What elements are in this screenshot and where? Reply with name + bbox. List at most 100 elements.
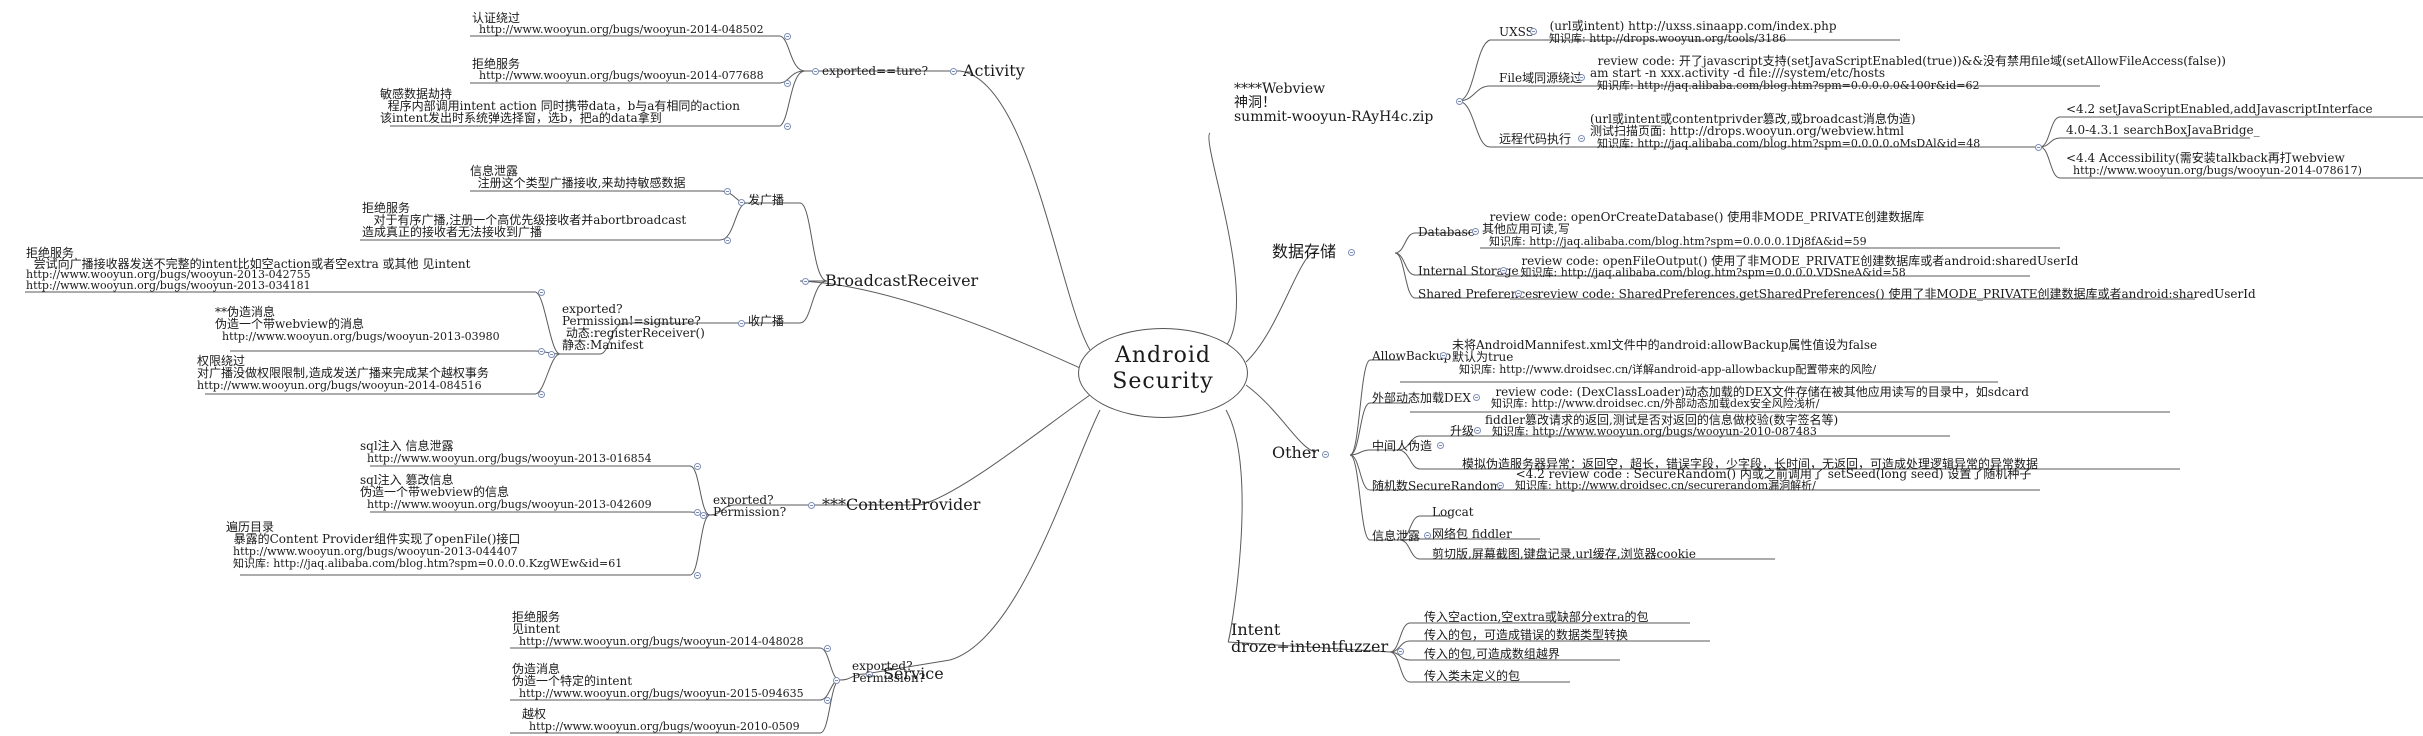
service-leaf-forge-3: http://www.wooyun.org/bugs/wooyun-2015-0… xyxy=(512,687,804,700)
activity-leaf-hijack-2: 程序内部调用intent action 同时携带data，b与a有相同的acti… xyxy=(380,99,740,113)
collapse-toggle-activity[interactable] xyxy=(950,68,957,75)
collapse-toggle-uxss[interactable] xyxy=(1530,28,1537,35)
broadcast-recv-leaf-dos-4: http://www.wooyun.org/bugs/wooyun-2013-0… xyxy=(26,279,311,292)
storage-internal-leaf-1: review code: openFileOutput() 使用了非MODE_P… xyxy=(1510,254,2079,268)
branch-activity-title: Activity xyxy=(963,61,1025,80)
activity-condition: exported==ture? xyxy=(822,64,929,78)
collapse-toggle-provider-condition[interactable] xyxy=(700,512,707,519)
collapse-toggle-send-leaf-2[interactable] xyxy=(724,237,731,244)
other-random-leaf-1: <4.2 review code : SecureRandom() 内或之前调用… xyxy=(1508,467,2032,481)
collapse-toggle-broadcast-recv[interactable] xyxy=(738,320,745,327)
broadcast-recv-leaf-priv-2: 对广播没做权限限制,造成发送广播来完成某个越权事务 xyxy=(197,366,489,380)
collapse-toggle-allowbackup[interactable] xyxy=(1440,352,1447,359)
broadcast-recv-leaf-dos-1: 拒绝服务 xyxy=(26,246,75,260)
branch-storage-title: 数据存储 xyxy=(1272,242,1337,261)
collapse-toggle-database[interactable] xyxy=(1472,228,1479,235)
other-mitm-upgrade-label: 升级 xyxy=(1450,424,1475,438)
other-leak-item-2: 网络包 fiddler xyxy=(1432,527,1512,541)
webview-rce-label: 远程代码执行 xyxy=(1499,132,1572,146)
collapse-toggle-service[interactable] xyxy=(866,671,873,678)
collapse-toggle-activity-condition[interactable] xyxy=(812,68,819,75)
branch-webview-title-1: ****Webview xyxy=(1234,81,1326,97)
collapse-toggle-service-leaf-2[interactable] xyxy=(824,697,831,704)
collapse-toggle-provider-leaf-1[interactable] xyxy=(694,463,701,470)
collapse-toggle-recv-leaf-3[interactable] xyxy=(538,391,545,398)
webview-file-leaf-2: am start -n xxx.activity -d file:///syst… xyxy=(1590,66,1886,80)
other-leak-item-1: Logcat xyxy=(1432,505,1474,519)
activity-leaf-auth-bypass-2: http://www.wooyun.org/bugs/wooyun-2014-0… xyxy=(472,23,764,36)
collapse-toggle-rce-versions[interactable] xyxy=(2035,144,2042,151)
storage-database-leaf-2: 其他应用可读,写 xyxy=(1482,222,1570,236)
collapse-toggle-random[interactable] xyxy=(1497,482,1504,489)
service-leaf-priv-1: 越权 xyxy=(522,707,547,721)
broadcast-recv-label: 收广播 xyxy=(748,314,785,328)
other-allowbackup-leaf-2: 默认为true xyxy=(1452,350,1514,364)
collapse-toggle-recv-leaf-2[interactable] xyxy=(538,348,545,355)
collapse-toggle-provider-leaf-2[interactable] xyxy=(694,509,701,516)
collapse-toggle-recv-leaf-1[interactable] xyxy=(538,289,545,296)
collapse-toggle-activity-leaf-2[interactable] xyxy=(784,80,791,87)
service-leaf-dos-3: http://www.wooyun.org/bugs/wooyun-2014-0… xyxy=(512,635,804,648)
collapse-toggle-send-leaf-1[interactable] xyxy=(724,188,731,195)
broadcast-recv-leaf-priv-1: 权限绕过 xyxy=(197,354,246,368)
broadcast-recv-leaf-forge-1: **伪造消息 xyxy=(215,305,276,319)
broadcast-send-leaf-dos-3: 造成真正的接收者无法接收到广播 xyxy=(362,225,543,239)
storage-database-leaf-1: review code: openOrCreateDatabase() 使用非M… xyxy=(1482,210,1925,224)
broadcast-recv-cond-2: Permission!=signture? xyxy=(562,314,701,328)
collapse-toggle-shared[interactable] xyxy=(1515,290,1522,297)
collapse-toggle-broadcast-send[interactable] xyxy=(738,199,745,206)
other-mitm-mock: 模拟伪造服务器异常：返回空，超长，错误字段，少字段，长时间，无返回，可造成处理逻… xyxy=(1462,457,2039,471)
collapse-toggle-file[interactable] xyxy=(1578,74,1585,81)
collapse-toggle-provider-leaf-3[interactable] xyxy=(694,572,701,579)
branch-other-title: Other xyxy=(1272,443,1319,462)
intent-item-4: 传入类未定义的包 xyxy=(1424,669,1521,683)
activity-leaf-hijack-3: 该intent发出时系统弹选择窗，选b，把a的data拿到 xyxy=(380,111,662,125)
central-topic-ellipse[interactable] xyxy=(1078,328,1248,418)
webview-rce-version-2: 4.0-4.3.1 searchBoxJavaBridge_ xyxy=(2066,123,2260,137)
activity-leaf-dos-2: http://www.wooyun.org/bugs/wooyun-2014-0… xyxy=(472,69,764,82)
collapse-toggle-provider[interactable] xyxy=(808,502,815,509)
broadcast-send-label: 发广播 xyxy=(748,193,785,207)
collapse-toggle-rce[interactable] xyxy=(1578,135,1585,142)
collapse-toggle-activity-leaf-1[interactable] xyxy=(784,33,791,40)
other-allowbackup-leaf-1: 未将AndroidMannifest.xml文件中的android:allowB… xyxy=(1452,338,1878,352)
broadcast-recv-leaf-dos-2: 尝试向广播接收器发送不完整的intent比如空action或者空extra 或其… xyxy=(26,257,471,271)
webview-rce-leaf-1: (url或intent或contentprivder篡改,或broadcast消… xyxy=(1590,112,1916,126)
activity-leaf-dos-1: 拒绝服务 xyxy=(472,57,521,71)
collapse-toggle-recv-condition[interactable] xyxy=(548,351,555,358)
collapse-toggle-upgrade[interactable] xyxy=(1474,427,1481,434)
other-mitm-label: 中间人伪造 xyxy=(1372,439,1433,453)
broadcast-recv-leaf-forge-3: http://www.wooyun.org/bugs/wooyun-2013-0… xyxy=(215,330,500,343)
collapse-toggle-service-leaf-1[interactable] xyxy=(824,645,831,652)
collapse-toggle-activity-leaf-3[interactable] xyxy=(784,123,791,130)
service-leaf-forge-1: 伪造消息 xyxy=(512,662,561,676)
collapse-toggle-leak[interactable] xyxy=(1424,532,1431,539)
collapse-toggle-broadcast[interactable] xyxy=(802,278,809,285)
other-mitm-upgrade-leaf-2: 知识库: http://www.wooyun.org/bugs/wooyun-2… xyxy=(1485,425,1817,438)
provider-leaf-tamper-1: sql注入 篡改信息 xyxy=(360,473,454,487)
service-leaf-dos-2: 见intent xyxy=(512,622,561,636)
storage-database-leaf-3: 知识库: http://jaq.alibaba.com/blog.htm?spm… xyxy=(1482,235,1867,248)
branch-intent-title-2: droze+intentfuzzer xyxy=(1231,637,1389,656)
collapse-toggle-dex[interactable] xyxy=(1473,394,1480,401)
broadcast-send-leaf-dos-1: 拒绝服务 xyxy=(362,201,411,215)
branch-service-title: Service xyxy=(883,664,944,683)
broadcast-recv-leaf-dos-3: http://www.wooyun.org/bugs/wooyun-2013-0… xyxy=(26,268,311,281)
webview-rce-version-1: <4.2 setJavaScriptEnabled,addJavascriptI… xyxy=(2066,102,2373,116)
other-leak-label: 信息泄露 xyxy=(1372,529,1421,543)
collapse-toggle-other[interactable] xyxy=(1322,451,1329,458)
collapse-toggle-service-condition[interactable] xyxy=(833,677,840,684)
collapse-toggle-intent[interactable] xyxy=(1397,648,1404,655)
webview-rce-version-3: <4.4 Accessibility(需安装talkback再打webview xyxy=(2066,151,2345,165)
provider-leaf-tamper-2: 伪造一个带webview的信息 xyxy=(360,485,510,499)
branch-webview-title-3: summit-wooyun-RAyH4c.zip xyxy=(1234,109,1434,125)
collapse-toggle-internal[interactable] xyxy=(1500,267,1507,274)
collapse-toggle-storage[interactable] xyxy=(1348,249,1355,256)
collapse-toggle-mitm[interactable] xyxy=(1437,442,1444,449)
provider-cond-1: exported? xyxy=(713,493,774,507)
broadcast-recv-cond-4: 静态:Manifest xyxy=(562,338,644,352)
webview-file-leaf-3: 知识库: http://jaq.alibaba.com/blog.htm?spm… xyxy=(1590,79,1980,92)
collapse-toggle-webview[interactable] xyxy=(1456,98,1463,105)
other-dex-leaf-2: 知识库: http://www.droidsec.cn/外部动态加载dex安全风… xyxy=(1484,397,1820,410)
activity-leaf-hijack-1: 敏感数据劫持 xyxy=(380,87,453,101)
